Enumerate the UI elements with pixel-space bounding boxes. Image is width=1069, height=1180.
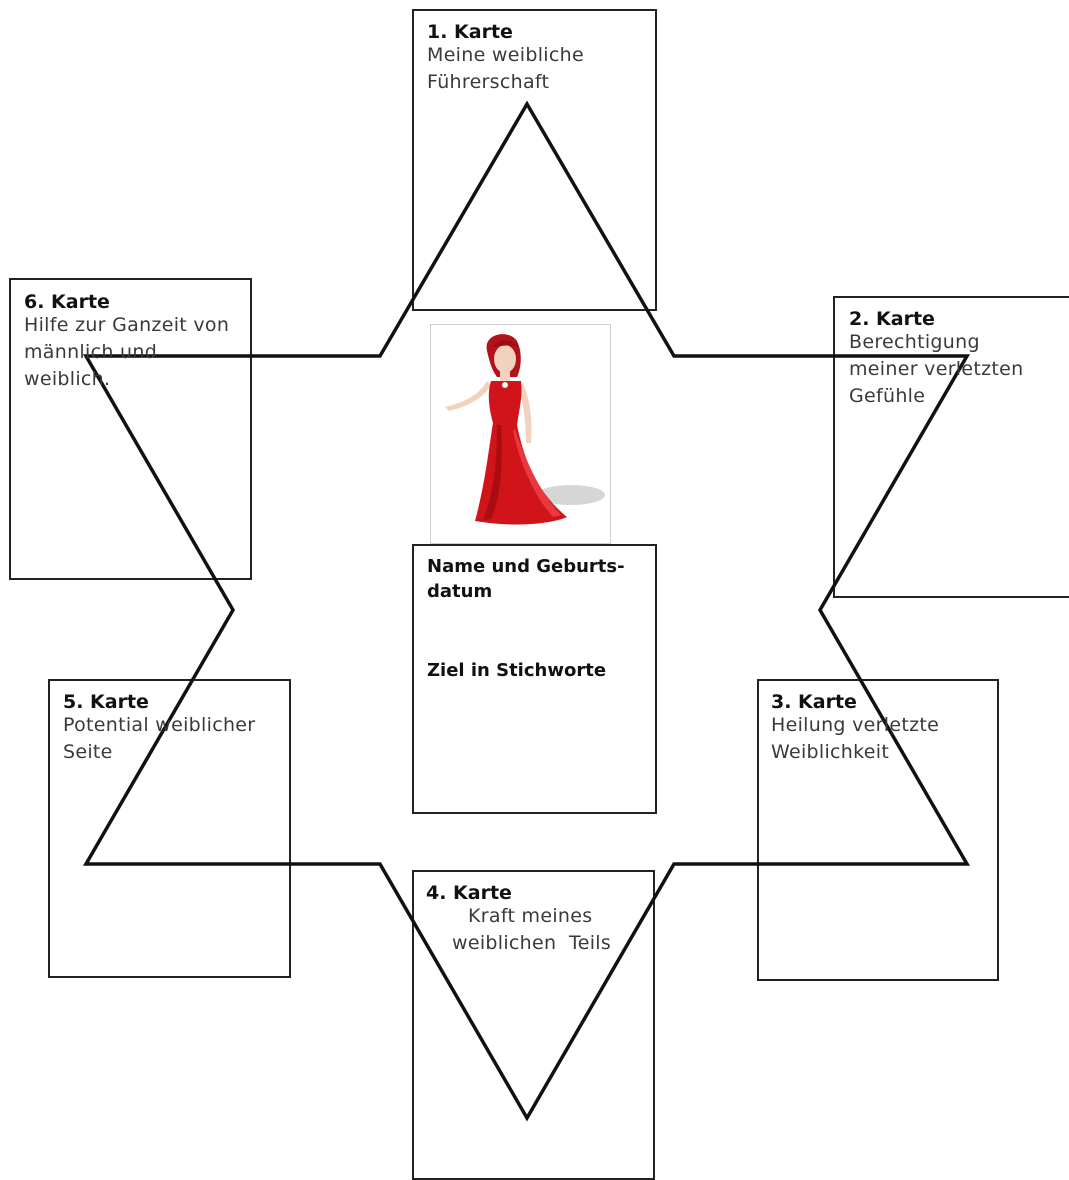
card-2-line-1: Berechtigung xyxy=(849,331,980,353)
card-6-line-1: Hilfe zur Ganzeit von xyxy=(24,314,230,336)
card-2 xyxy=(833,296,1069,598)
card-5-line-1: Potential weiblicher xyxy=(63,714,256,736)
card-4-line-2: weiblichen Teils xyxy=(452,932,612,954)
card-2-line-2: meiner verletzten xyxy=(849,358,1024,380)
card-4-title: 4. Karte xyxy=(426,882,512,904)
card-1 xyxy=(412,9,657,311)
card-2-title: 2. Karte xyxy=(849,308,935,330)
card-5 xyxy=(48,679,291,978)
card-2-line-3: Gefühle xyxy=(849,385,926,407)
name-birthdate-label-line-1: Name und Geburts- xyxy=(427,556,625,577)
woman-figure-image xyxy=(430,324,611,544)
card-6-line-2: männlich und xyxy=(24,341,158,363)
card-6-line-3: weiblich. xyxy=(24,368,111,390)
woman-in-red-dress-icon xyxy=(445,334,605,525)
card-1-line-2: Führerschaft xyxy=(427,71,550,93)
card-5-line-2: Seite xyxy=(63,741,113,763)
card-5-title: 5. Karte xyxy=(63,691,149,713)
center-card xyxy=(412,544,657,814)
name-birthdate-label-line-2: datum xyxy=(427,581,493,602)
card-3 xyxy=(757,679,999,981)
card-1-title: 1. Karte xyxy=(427,21,513,43)
card-1-line-1: Meine weibliche xyxy=(427,44,584,66)
card-6-title: 6. Karte xyxy=(24,291,110,313)
card-3-title: 3. Karte xyxy=(771,691,857,713)
card-3-line-2: Weiblichkeit xyxy=(771,741,890,763)
card-4-line-1: Kraft meines xyxy=(468,905,593,927)
card-6 xyxy=(9,278,252,580)
goal-keywords-label: Ziel in Stichworte xyxy=(427,660,607,681)
card-3-line-1: Heilung verletzte xyxy=(771,714,940,736)
